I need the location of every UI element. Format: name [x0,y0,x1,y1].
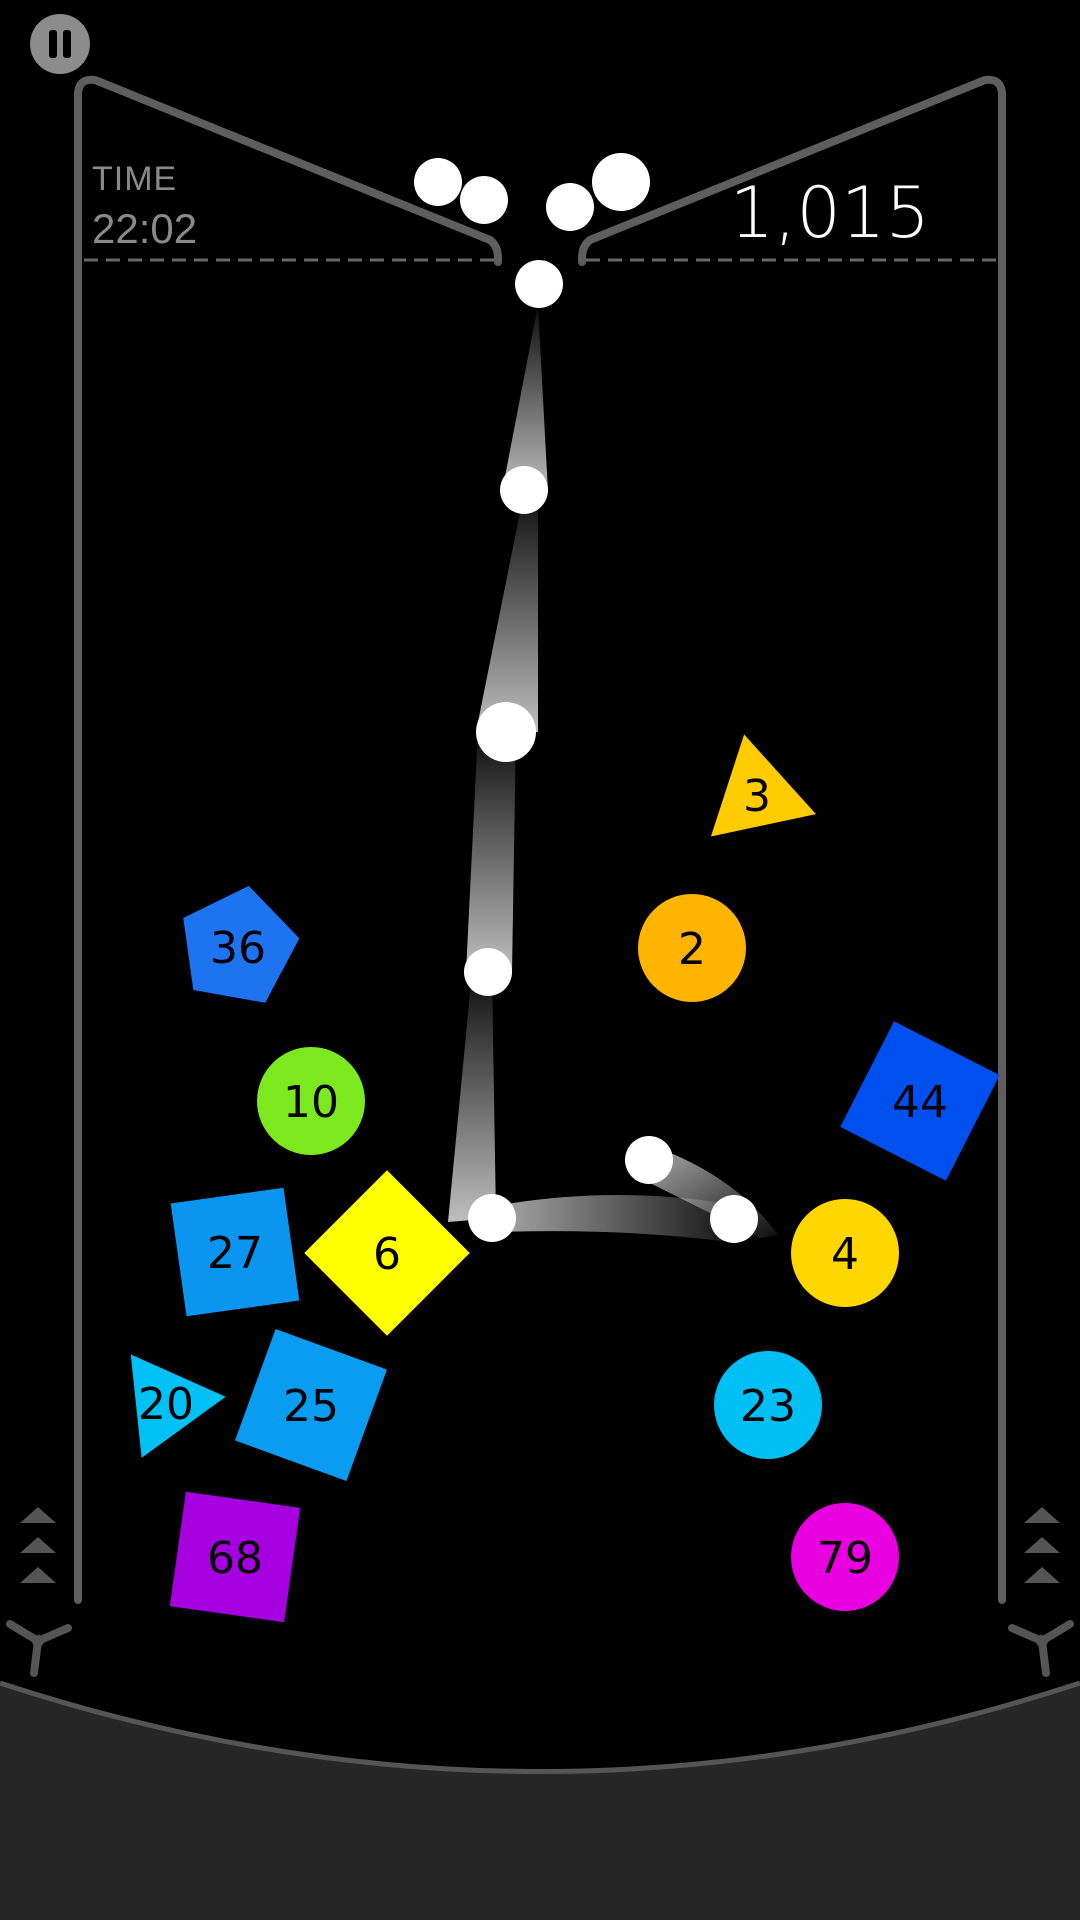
ball [515,260,563,308]
block-triangle: 3 [710,734,816,837]
block-shape [170,1187,300,1317]
block-label: 20 [138,1379,194,1430]
block-shape [183,885,300,1003]
block-pentagon: 36 [183,885,300,1003]
block-shape [791,1503,899,1611]
left-wall [74,75,502,1604]
block-circle: 4 [791,1199,899,1307]
block-label: 23 [740,1381,796,1432]
three-prong-peg-icon [1008,1620,1074,1677]
time-value: 22:02 [92,205,198,252]
pause-button[interactable] [30,14,90,74]
block-shape [840,1021,1000,1181]
block-label: 25 [283,1381,339,1432]
block-shape [169,1491,301,1623]
block-circle: 2 [638,894,746,1002]
block-circle: 23 [714,1351,822,1459]
block-label: 79 [817,1533,873,1584]
block-label: 10 [283,1077,339,1128]
block-shape [638,894,746,1002]
block-circle: 79 [791,1503,899,1611]
ball [414,158,462,206]
block-label: 6 [373,1229,401,1280]
right-wall [578,75,1006,1604]
block-circle: 10 [257,1047,365,1155]
floor [0,1683,1080,1920]
block-square: 44 [840,1021,1000,1181]
block-shape [304,1170,470,1336]
ball [546,183,594,231]
ball [460,176,508,224]
block-shape [710,734,816,837]
triple-chevron-up-icon[interactable] [18,1505,58,1589]
three-prong-peg-icon [6,1620,72,1677]
block-square: 68 [169,1491,301,1623]
block-label: 36 [210,923,266,974]
block-triangle: 20 [130,1354,226,1458]
block-shape [791,1199,899,1307]
ball [710,1195,758,1243]
block-label: 2 [678,924,706,975]
block-shape [714,1351,822,1459]
pause-icon [49,30,57,58]
block-label: 68 [207,1533,263,1584]
ball [476,702,536,762]
ball [625,1136,673,1184]
ball [468,1194,516,1242]
block-shape [130,1354,226,1458]
score: 1,015 [729,172,930,254]
ball [500,466,548,514]
block-square: 27 [170,1187,300,1317]
pause-icon-bar [63,30,71,58]
blocks: 3 36 2 44 10 27 6 4 20 25 23 68 79 [130,734,1000,1623]
balls [414,153,758,1243]
triple-chevron-up-icon[interactable] [1022,1505,1062,1589]
block-shape [235,1329,387,1481]
block-label: 4 [831,1229,859,1280]
block-label: 3 [743,771,771,822]
ball [592,153,650,211]
block-square: 25 [235,1329,387,1481]
ball [464,948,512,996]
floor-edge [0,1680,1080,1774]
block-square: 6 [304,1170,470,1336]
block-shape [257,1047,365,1155]
ball-trails [448,305,778,1242]
block-label: 27 [207,1228,263,1279]
time-label: TIME [92,160,178,198]
block-label: 44 [892,1077,948,1128]
